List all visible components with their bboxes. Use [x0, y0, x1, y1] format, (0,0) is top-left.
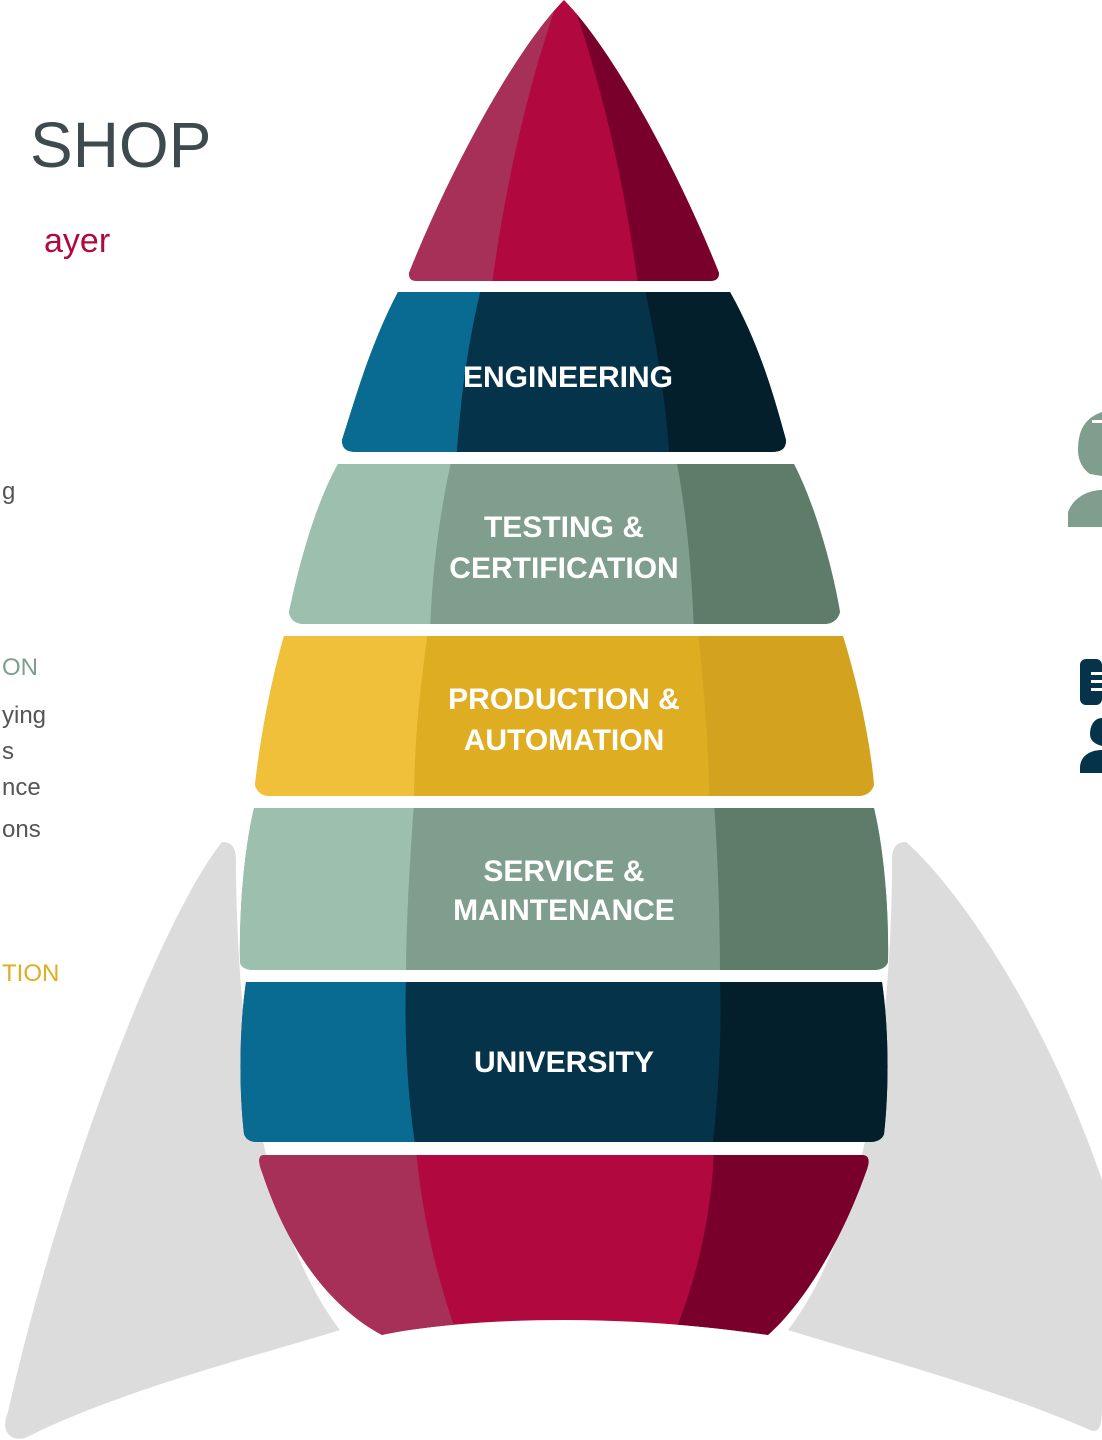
band-service: [239, 808, 889, 970]
band-label-service-line2: MAINTENANCE: [453, 894, 675, 927]
document-person-icon: [1080, 659, 1102, 773]
production-line: s: [2, 738, 14, 765]
automation-heading: TION: [2, 960, 60, 987]
right-fin: [788, 842, 1102, 1431]
band-label-testing-line1: TESTING &: [484, 511, 644, 544]
band-label-service-line1: SERVICE &: [483, 855, 644, 888]
band-label-production-line1: PRODUCTION &: [448, 683, 680, 716]
person-icon: [1068, 412, 1102, 527]
subtitle: ayer: [44, 222, 111, 260]
band-production: [255, 636, 874, 796]
band-testing: [289, 464, 840, 624]
production-line: ons: [2, 816, 41, 843]
left-fin: [5, 842, 340, 1439]
band-label-university: UNIVERSITY: [474, 1046, 654, 1079]
band-university: [240, 982, 888, 1142]
band-label-production-line2: AUTOMATION: [464, 724, 665, 757]
text-fragment: g: [2, 478, 16, 505]
production-heading: ON: [2, 654, 38, 681]
production-line: ying: [2, 702, 47, 729]
nose-cone: [409, 0, 719, 281]
band-label-testing-line2: CERTIFICATION: [449, 552, 678, 585]
page-title: SHOP: [30, 109, 212, 181]
production-line: nce: [2, 774, 41, 801]
band-label-engineering: ENGINEERING: [463, 361, 673, 394]
rocket-base: [259, 1155, 869, 1335]
